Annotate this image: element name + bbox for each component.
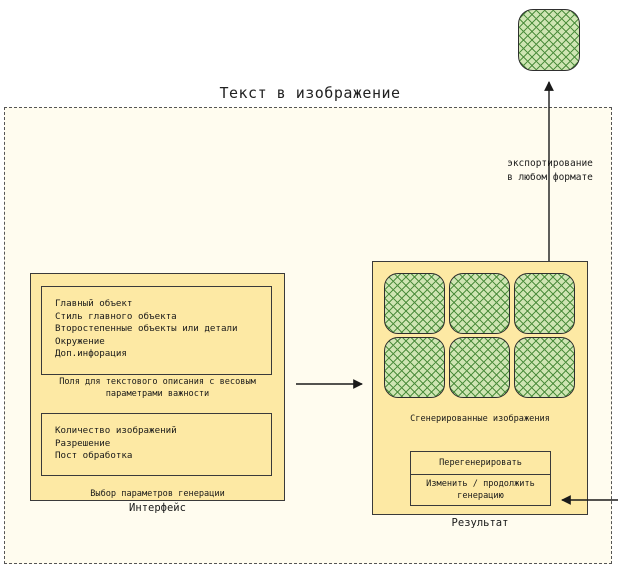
export-label: экспортирование в любом формате — [480, 157, 620, 185]
regenerate-button[interactable] — [410, 451, 551, 475]
params-box — [41, 413, 272, 476]
param-image-count: Количество изображений — [55, 425, 177, 436]
param-post-processing: Пост обработка — [55, 450, 133, 462]
export-label-line-2: в любом формате — [507, 172, 593, 183]
generated-images-caption: Сгенерированные изображения — [410, 414, 550, 424]
params-caption: Выбор параметров генерации — [90, 489, 225, 499]
edit-continue-button-label: Изменить / продолжить генерацию — [410, 478, 551, 502]
text-fields-caption: Поля для текстового описания с весовым п… — [30, 376, 285, 400]
interface-label: Интерфейс — [129, 502, 186, 514]
regenerate-button-label: Перегенерировать — [439, 458, 522, 468]
params-list: Количество изображений Разрешение Пост о… — [55, 425, 270, 463]
edit-continue-line-2: генерацию — [457, 491, 504, 501]
generated-image-tile-4 — [384, 337, 445, 398]
generated-image-tile-1 — [384, 273, 445, 334]
generated-image-tile-6 — [514, 337, 575, 398]
text-fields-caption-line-1: Поля для текстового описания с весовым — [59, 377, 256, 387]
diagram-title: Текст в изображение — [219, 84, 401, 102]
text-fields-caption-line-2: параметрами важности — [105, 389, 210, 399]
edit-continue-line-1: Изменить / продолжить — [426, 479, 535, 489]
exported-image-tile — [518, 9, 580, 71]
field-extra-info: Доп.инфорация — [55, 348, 127, 360]
field-main-style: Стиль главного объекта — [55, 310, 177, 322]
field-environment: Окружение — [55, 335, 105, 347]
generated-image-tile-3 — [514, 273, 575, 334]
field-secondary-objects: Второстепенные объекты или детали — [55, 323, 238, 335]
result-label: Результат — [451, 517, 509, 529]
param-resolution: Разрешение — [55, 437, 111, 449]
text-fields-box — [41, 286, 272, 375]
generated-image-tile-5 — [449, 337, 510, 398]
field-main-object: Главный объект — [55, 298, 133, 309]
export-label-line-1: экспортирование — [507, 158, 593, 169]
generated-image-tile-2 — [449, 273, 510, 334]
edit-continue-button[interactable] — [410, 474, 551, 506]
text-fields-list: Главный объект Стиль главного объекта Вт… — [55, 298, 270, 361]
